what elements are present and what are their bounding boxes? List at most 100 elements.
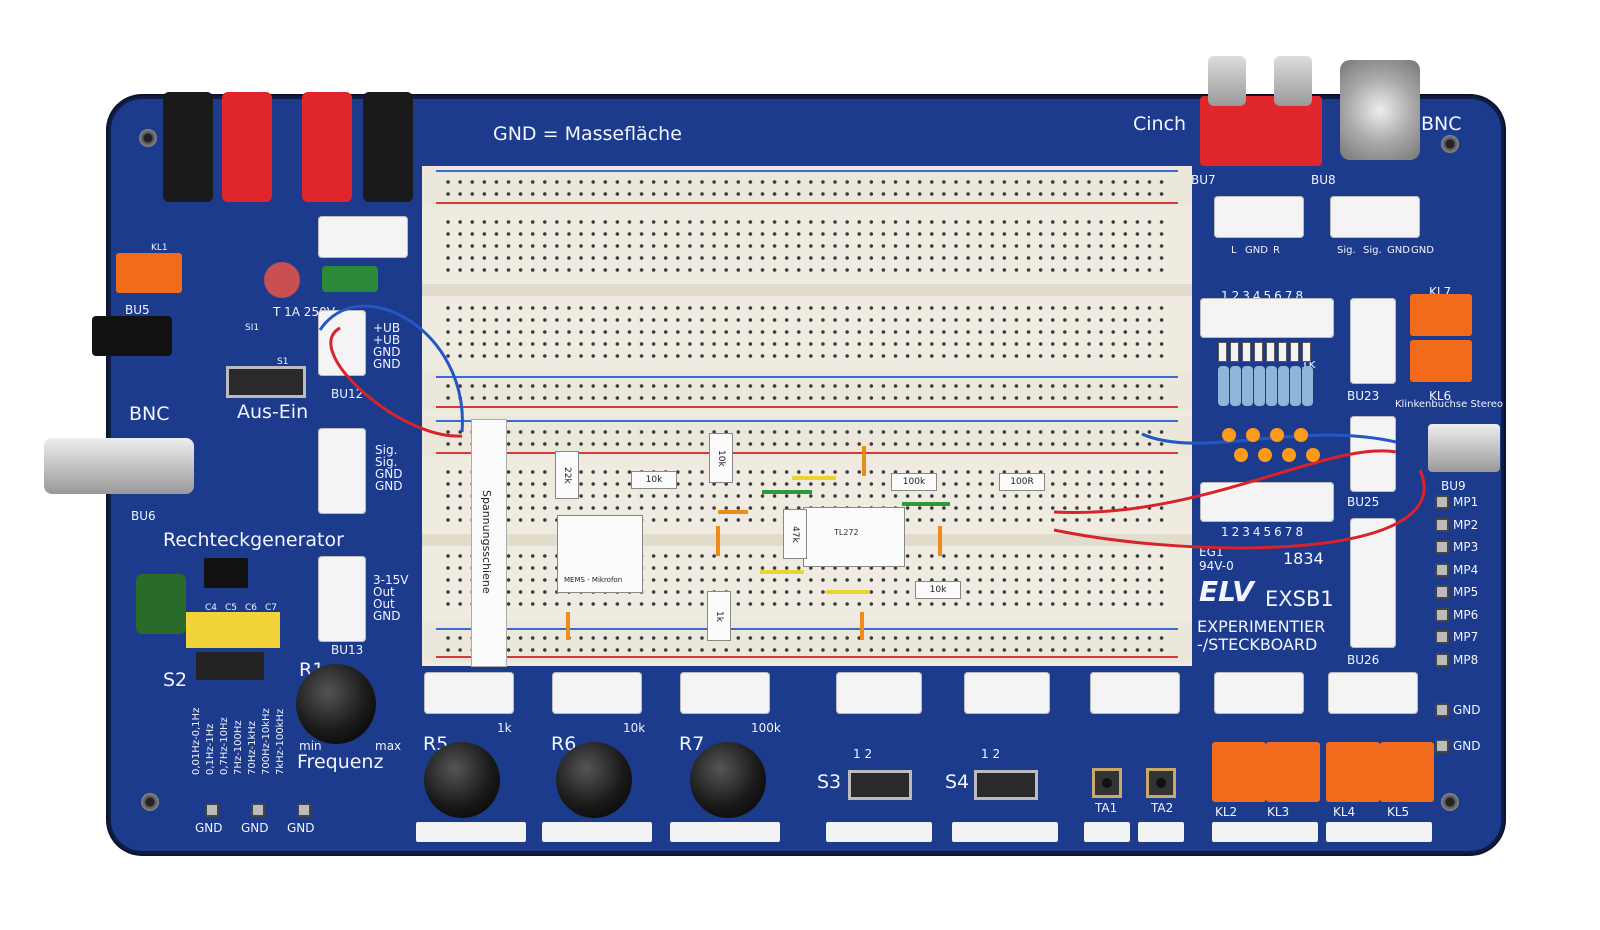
rail-line-blue — [436, 420, 1178, 422]
rail-line-blue — [436, 170, 1178, 172]
gnd-test-point[interactable] — [1435, 703, 1449, 717]
audio-jack[interactable] — [1428, 424, 1500, 472]
tactile-button-ta2[interactable] — [1146, 768, 1176, 798]
bu7-label: BU7 — [1191, 173, 1216, 187]
header-block[interactable] — [964, 672, 1050, 714]
header-block[interactable] — [836, 672, 922, 714]
bnc-connector-top[interactable] — [1340, 60, 1420, 160]
terminal-kl5[interactable] — [1380, 742, 1434, 802]
gnd-test-point[interactable] — [1435, 739, 1449, 753]
gnd-test-point[interactable] — [251, 803, 265, 817]
wire-blue-left[interactable] — [318, 304, 464, 433]
slide-switch-s3[interactable] — [848, 770, 912, 800]
header-bu26[interactable] — [1350, 518, 1396, 648]
measure-point[interactable] — [1435, 562, 1449, 577]
frequenz-label: Frequenz — [297, 751, 384, 773]
header-block[interactable] — [1328, 672, 1418, 714]
resistor-module[interactable]: 100k — [892, 474, 936, 490]
header-bu8[interactable] — [1330, 196, 1420, 238]
bnc-connector-left[interactable] — [44, 438, 194, 494]
label-strip — [1138, 822, 1184, 842]
knob-r7[interactable] — [690, 742, 766, 818]
gnd-right-label: GND — [1453, 703, 1481, 717]
resistor-module[interactable]: 100R — [1000, 474, 1044, 490]
breadboard[interactable]: Spannungsschiene MEMS - Mikrofon TL272 2… — [422, 166, 1192, 666]
knob-r6[interactable] — [556, 742, 632, 818]
kl2-label: KL2 — [1215, 805, 1238, 819]
measure-point[interactable] — [1435, 652, 1449, 667]
terminal-strip-b[interactable] — [442, 302, 1172, 364]
resistor-module[interactable]: 10k — [632, 472, 676, 488]
header-block[interactable] — [318, 216, 408, 258]
terminal-kl7[interactable] — [1410, 294, 1472, 336]
banana-jack-black[interactable] — [163, 92, 213, 202]
power-rail-mid-top[interactable] — [422, 370, 1192, 410]
cinch-r-label: R — [1273, 245, 1280, 256]
power-rail-bottom[interactable] — [422, 622, 1192, 662]
power-rail-mid-bottom[interactable] — [422, 416, 1192, 456]
slide-switch-s4[interactable] — [974, 770, 1038, 800]
terminal-kl4[interactable] — [1326, 742, 1380, 802]
resistor-module[interactable]: 10k — [710, 434, 732, 482]
rail-holes[interactable] — [442, 426, 1172, 450]
measure-point-label: MP2 — [1453, 517, 1479, 532]
header-bu23[interactable] — [1350, 298, 1396, 384]
knob-r5[interactable] — [424, 742, 500, 818]
cinch-jack-left[interactable] — [1208, 56, 1246, 106]
rail-holes[interactable] — [442, 380, 1172, 404]
power-rail-top[interactable] — [422, 166, 1192, 206]
header-top-strip[interactable] — [1200, 298, 1334, 338]
header-bu7[interactable] — [1214, 196, 1304, 238]
banana-jack-red[interactable] — [222, 92, 272, 202]
resistor-module[interactable]: 10k — [916, 582, 960, 598]
measure-point[interactable] — [1435, 585, 1449, 599]
resistor-module[interactable]: 22k — [556, 452, 578, 498]
measure-point[interactable] — [1435, 495, 1449, 509]
gnd-test-point[interactable] — [205, 803, 219, 817]
terminal-kl6[interactable] — [1410, 340, 1472, 382]
tactile-button-ta1[interactable] — [1092, 768, 1122, 798]
gnd-test-point[interactable] — [297, 803, 311, 817]
wire-blue-right[interactable] — [1141, 432, 1397, 445]
measure-point[interactable] — [1435, 517, 1449, 532]
header-block[interactable] — [1090, 672, 1180, 714]
wire-red-right-2[interactable] — [1053, 469, 1426, 550]
banana-jack-black[interactable] — [363, 92, 413, 202]
banana-jack-red[interactable] — [302, 92, 352, 202]
terminal-kl2[interactable] — [1212, 742, 1266, 802]
wire-red-left[interactable] — [329, 326, 463, 438]
sig1-label: Sig. — [375, 443, 398, 457]
wire-red-right-1[interactable] — [1053, 449, 1397, 515]
header-bu6[interactable] — [318, 428, 366, 514]
measure-point[interactable] — [1435, 630, 1449, 644]
header-bu13[interactable] — [318, 556, 366, 642]
dip-switch-s2[interactable] — [196, 652, 264, 680]
measure-point-label: MP3 — [1453, 540, 1479, 554]
r5-value: 1k — [497, 721, 512, 735]
rail-holes[interactable] — [442, 176, 1172, 200]
bu23-label: BU23 — [1347, 389, 1380, 403]
rail-holes[interactable] — [442, 632, 1172, 656]
screw — [1441, 793, 1459, 811]
resistor-module[interactable]: 1k — [708, 592, 730, 640]
power-switch-s1[interactable] — [226, 366, 306, 398]
measure-point[interactable] — [1435, 540, 1449, 554]
cinch-jack-right[interactable] — [1274, 56, 1312, 106]
spannungsschiene-label: Spannungsschiene — [480, 490, 493, 594]
measure-point[interactable] — [1435, 607, 1449, 622]
knob-r1[interactable] — [296, 664, 376, 744]
mems-module[interactable]: MEMS - Mikrofon — [558, 516, 642, 592]
header-block[interactable] — [424, 672, 514, 714]
terminal-kl3[interactable] — [1266, 742, 1320, 802]
header-block[interactable] — [552, 672, 642, 714]
spannungsschiene-module[interactable]: Spannungsschiene — [472, 420, 506, 666]
header-block[interactable] — [1214, 672, 1304, 714]
electrolytic-cap — [136, 574, 186, 634]
header-block[interactable] — [680, 672, 770, 714]
terminal-strip-a[interactable] — [442, 216, 1172, 278]
resistor-module[interactable]: 47k — [784, 510, 806, 558]
terminal-kl1[interactable] — [116, 253, 182, 293]
dc-jack[interactable] — [92, 316, 172, 356]
opamp-module[interactable]: TL272 — [804, 508, 904, 566]
